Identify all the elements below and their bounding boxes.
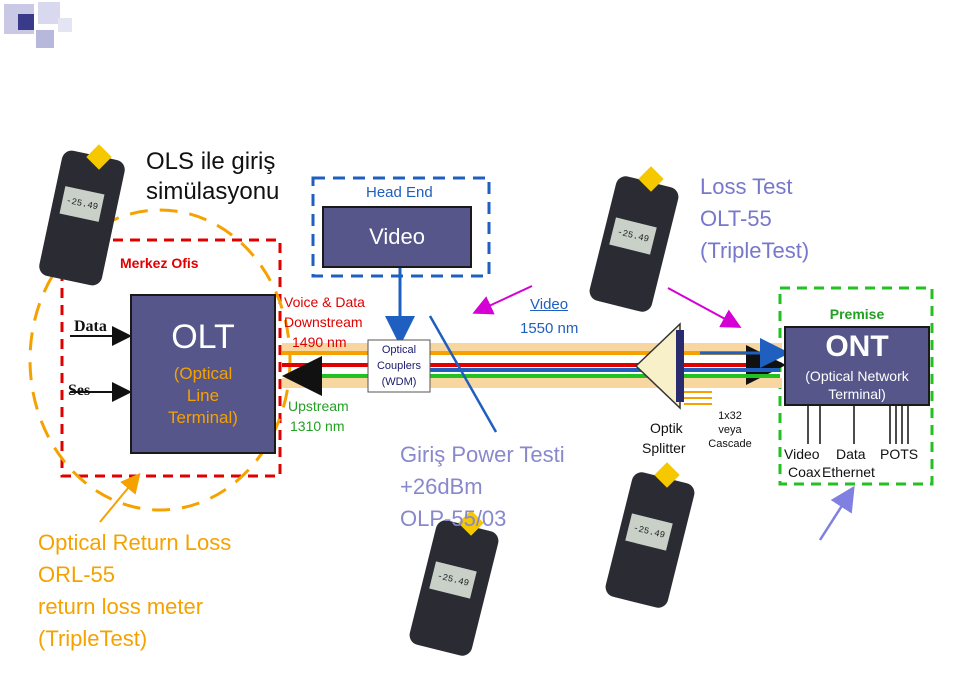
head-end-label: Head End xyxy=(366,184,433,201)
olt-line1: (Optical xyxy=(173,364,233,383)
giris-line3: OLP-55/03 xyxy=(400,506,507,531)
downstream-line3: 1490 nm xyxy=(292,334,347,350)
downstream-line2: Downstream xyxy=(284,314,363,330)
meter-loss-test: -25.49 xyxy=(580,166,690,318)
cascade-line1: 1x32 xyxy=(718,410,742,422)
orl-arrow xyxy=(99,472,141,523)
olt-line3: Terminal) xyxy=(168,408,238,427)
fiber-band-top xyxy=(282,343,782,353)
fiber-band-bottom xyxy=(282,378,782,388)
output-coax: Coax xyxy=(788,464,821,480)
splitter-triangle xyxy=(634,322,681,410)
page-title-line1: OLS ile giriş xyxy=(146,148,276,175)
olt-abbr: OLT xyxy=(171,318,235,356)
orl-line1: Optical Return Loss xyxy=(38,530,232,555)
cascade-line3: Cascade xyxy=(708,438,752,450)
upstream-line2: 1310 nm xyxy=(290,418,345,434)
splitter-line2: Splitter xyxy=(642,440,686,456)
loss-test-arrow-right xyxy=(667,287,742,328)
giris-line2: +26dBm xyxy=(400,474,483,499)
ont-line1: (Optical Network xyxy=(805,368,909,384)
orl-line3: return loss meter xyxy=(38,594,204,619)
premise-label: Premise xyxy=(829,306,885,322)
output-ethernet: Ethernet xyxy=(822,464,875,480)
cascade-line2: veya xyxy=(718,424,742,436)
ont-line2: Terminal) xyxy=(828,386,886,402)
input-ses-label: Ses xyxy=(68,382,91,399)
couplers-line3: (WDM) xyxy=(381,376,417,388)
merkez-ofis-label: Merkez Ofis xyxy=(120,255,199,271)
ont-output-lines xyxy=(807,404,909,444)
cascade-lines xyxy=(684,391,712,405)
merkez-ofis-frame xyxy=(60,238,282,478)
meter-giris: -25.49 xyxy=(400,510,510,672)
ont-output-arrow xyxy=(818,485,855,541)
meter-orl: -25.49 xyxy=(30,144,130,288)
couplers-box xyxy=(367,339,431,393)
splitter-line1: Optik xyxy=(650,420,683,436)
ont-box xyxy=(784,326,930,406)
olt-box xyxy=(130,294,276,454)
couplers-line1: Optical xyxy=(381,344,417,356)
page-title-line2: simülasyonu xyxy=(146,178,280,205)
output-video: Video xyxy=(784,446,820,462)
loss-test-line3: (TripleTest) xyxy=(700,238,810,263)
loss-test-line1: Loss Test xyxy=(700,174,793,199)
giris-arrow xyxy=(428,315,498,433)
orl-line2: ORL-55 xyxy=(38,562,116,587)
output-data: Data xyxy=(836,446,866,462)
video-signal-nm: 1550 nm xyxy=(520,320,579,337)
ont-abbr: ONT xyxy=(825,330,889,363)
couplers-line2: Couplers xyxy=(376,360,422,372)
output-pots: POTS xyxy=(880,446,919,462)
meter-splitter: -25.49 xyxy=(596,462,716,634)
giris-line1: Giriş Power Testi xyxy=(400,442,565,467)
input-data-label: Data xyxy=(74,318,107,335)
corner-decoration xyxy=(0,0,80,60)
upstream-line1: Upstream xyxy=(288,398,349,414)
loss-test-arrow-left xyxy=(472,285,533,315)
orl-line4: (TripleTest) xyxy=(38,626,148,651)
loss-test-line2: OLT-55 xyxy=(700,206,772,231)
head-end-video-label: Video xyxy=(369,224,425,249)
head-end-video-box xyxy=(322,206,472,268)
olt-line2: Line xyxy=(186,386,220,405)
video-signal-label: Video xyxy=(530,296,569,313)
downstream-line1: Voice & Data xyxy=(284,294,365,310)
